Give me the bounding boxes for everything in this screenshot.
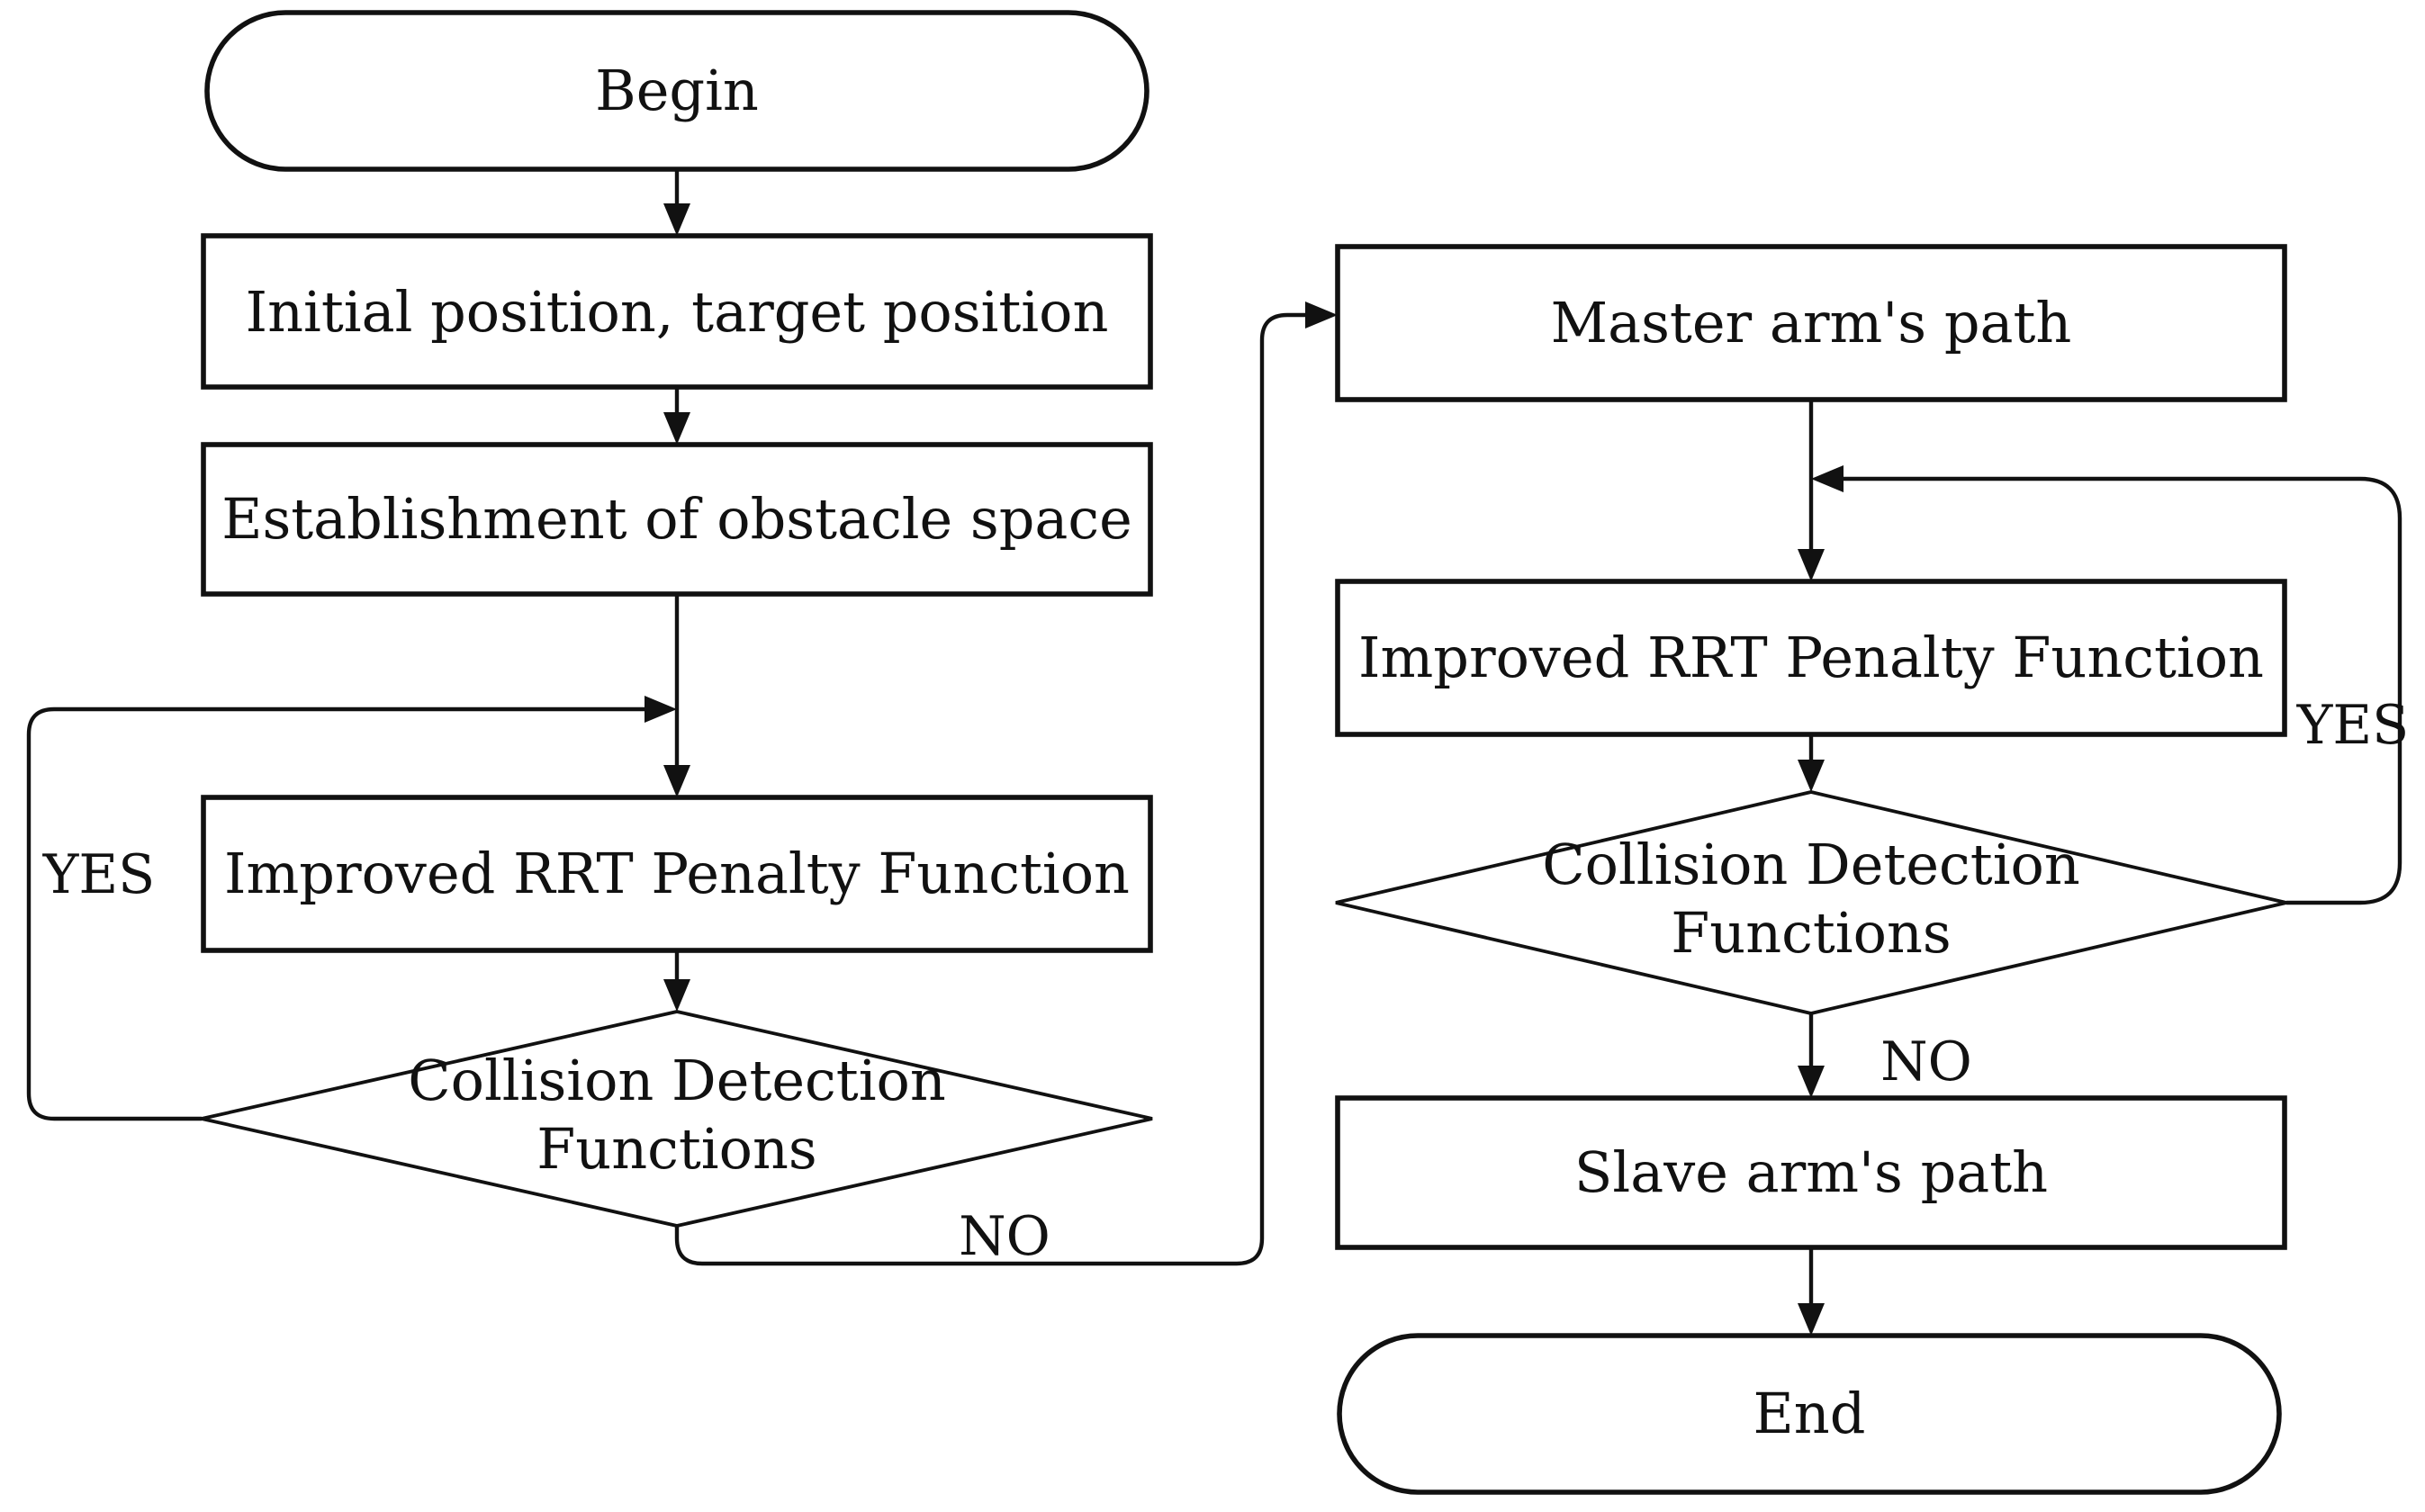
edge-slave-to-end [1798, 1247, 1825, 1336]
node-master-arm-path: Master arm's path [1335, 244, 2287, 402]
label-no-left: NO [959, 1205, 1050, 1268]
arrow-down-icon [663, 979, 690, 1012]
node-master-label: Master arm's path [1551, 290, 2072, 356]
collision-right-line2: Functions [1671, 900, 1951, 966]
end-terminator-shape [1337, 1333, 2282, 1495]
arrow-down-icon [663, 412, 690, 445]
arrow-down-icon [1798, 1066, 1825, 1098]
node-collision-detection-left: Collision Detection Functions [201, 1010, 1153, 1228]
node-improved-left-label: Improved RRT Penalty Function [224, 841, 1130, 906]
node-slave-label: Slave arm's path [1574, 1139, 2048, 1205]
process-box [201, 233, 1153, 390]
process-box [1335, 244, 2287, 402]
label-no-right: NO [1880, 1030, 1972, 1094]
connector-line [1844, 476, 2402, 905]
arrow-down-icon [663, 765, 690, 797]
arrow-left-icon [1811, 465, 1844, 492]
node-end: End [1337, 1333, 2282, 1495]
node-end-label: End [1753, 1381, 1866, 1446]
edge-no-right-to-slave [1798, 1013, 1825, 1098]
collision-left-line2: Functions [536, 1116, 816, 1182]
edge-establish-to-improved-left [663, 594, 690, 797]
arrow-down-icon [1798, 1303, 1825, 1336]
edge-yes-loop-right [1811, 465, 2402, 905]
edge-no-left-to-master [674, 302, 1338, 1266]
collision-right-line1: Collision Detection [1542, 832, 2080, 897]
arrow-right-icon [1305, 302, 1338, 328]
process-box [1335, 1095, 2287, 1250]
node-improved-rrt-left: Improved RRT Penalty Function [201, 795, 1153, 953]
arrow-down-icon [1798, 760, 1825, 792]
node-establish-label: Establishment of obstacle space [221, 486, 1132, 552]
edge-improved-left-to-collision-left [663, 950, 690, 1012]
decision-diamond [1335, 790, 2287, 1015]
begin-terminator-shape [204, 10, 1149, 172]
node-establish-obstacle-space: Establishment of obstacle space [201, 442, 1153, 597]
arrow-right-icon [645, 696, 677, 723]
label-yes-left: YES [42, 843, 156, 906]
collision-left-line1: Collision Detection [408, 1048, 946, 1113]
node-begin: Begin [204, 10, 1149, 172]
edge-initial-to-establish [663, 387, 690, 445]
node-initial-label: Initial position, target position [246, 279, 1109, 345]
process-box [201, 795, 1153, 953]
node-improved-right-label: Improved RRT Penalty Function [1358, 625, 2264, 690]
edge-master-to-improved-right [1798, 400, 1825, 581]
node-slave-arm-path: Slave arm's path [1335, 1095, 2287, 1250]
edge-yes-loop-left [26, 696, 677, 1121]
label-yes-right: YES [2296, 694, 2410, 757]
process-box [201, 442, 1153, 597]
arrow-down-icon [663, 203, 690, 236]
node-collision-detection-right: Collision Detection Functions [1335, 790, 2287, 1015]
node-initial-position: Initial position, target position [201, 233, 1153, 390]
node-begin-label: Begin [595, 58, 759, 123]
edge-begin-to-initial [663, 169, 690, 236]
decision-diamond [201, 1010, 1153, 1228]
process-box [1335, 579, 2287, 737]
node-improved-rrt-right: Improved RRT Penalty Function [1335, 579, 2287, 737]
arrow-down-icon [1798, 549, 1825, 581]
connector-line [674, 312, 1305, 1266]
edge-improved-right-to-collision-right [1798, 734, 1825, 792]
connector-line [26, 706, 645, 1121]
